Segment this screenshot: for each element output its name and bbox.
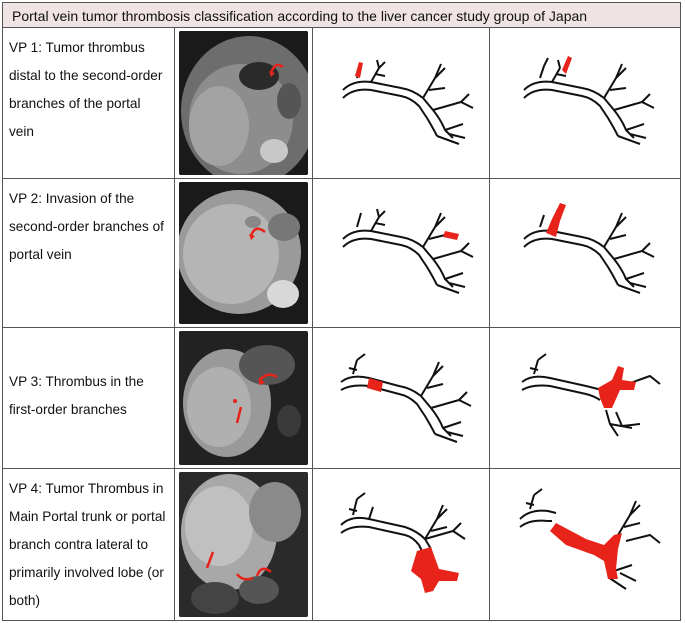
description-cell: VP 3: Thrombus in the first-order branch… [3, 328, 175, 468]
portal-vein-diagram [523, 203, 655, 294]
diagram-cell-right [490, 328, 682, 468]
diagram-cell-right [490, 179, 682, 327]
diagram-cell-left [313, 469, 490, 620]
ct-scan-image [179, 31, 308, 175]
ct-scan-image [179, 331, 308, 465]
row-label: VP 4: Tumor Thrombus in Main Portal trun… [9, 481, 166, 608]
diagram-cell-right [490, 469, 682, 620]
row-label: VP 3: Thrombus in the first-order branch… [9, 374, 144, 417]
row-label: VP 2: Invasion of the second-order branc… [9, 191, 164, 262]
row-label: VP 1: Tumor thrombus distal to the secon… [9, 40, 163, 139]
table-row-vp1: VP 1: Tumor thrombus distal to the secon… [2, 28, 681, 179]
description-cell: VP 1: Tumor thrombus distal to the secon… [3, 28, 175, 178]
portal-vein-diagram [342, 59, 474, 145]
table-row-vp2: VP 2: Invasion of the second-order branc… [2, 179, 681, 328]
portal-vein-diagram [340, 492, 466, 593]
portal-vein-diagram [519, 488, 661, 590]
table-row-vp4: VP 4: Tumor Thrombus in Main Portal trun… [2, 469, 681, 621]
ct-image-cell [175, 179, 313, 327]
diagram-cell-left [313, 28, 490, 178]
ct-scan-image [179, 472, 308, 617]
table-row-vp3: VP 3: Thrombus in the first-order branch… [2, 328, 681, 469]
ct-image-cell [175, 328, 313, 468]
diagram-cell-right [490, 28, 682, 178]
description-cell: VP 4: Tumor Thrombus in Main Portal trun… [3, 469, 175, 620]
ct-scan-image [179, 182, 308, 324]
ct-image-cell [175, 469, 313, 620]
description-cell: VP 2: Invasion of the second-order branc… [3, 179, 175, 327]
portal-vein-diagram [521, 353, 661, 437]
diagram-cell-left [313, 328, 490, 468]
portal-vein-diagram [340, 353, 472, 443]
table-title: Portal vein tumor thrombosis classificat… [2, 2, 681, 28]
portal-vein-diagram [342, 208, 474, 294]
ct-image-cell [175, 28, 313, 178]
diagram-cell-left [313, 179, 490, 327]
portal-vein-diagram [523, 56, 655, 145]
